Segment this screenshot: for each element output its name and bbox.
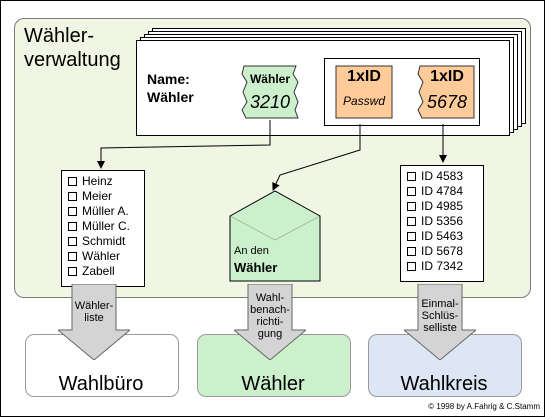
connector-to-voter-list [97,120,271,169]
list-item: ID 4784 [407,184,483,199]
voter-token-top: Wähler [249,72,290,86]
checkbox-icon [68,252,77,261]
arrow-label-wahlbenachrichtigung: Wahl- benach- richti- gung [250,292,290,340]
list-item: ID 4985 [407,199,483,214]
id-token-2-shape [417,65,475,119]
list-item: Zabell [68,264,144,279]
list-item: ID 5678 [407,244,483,259]
checkbox-icon [407,202,416,211]
envelope-icon [229,190,321,282]
arrow-down-icon [404,284,476,360]
checkbox-icon [68,267,77,276]
checkbox-icon [407,247,416,256]
checkbox-icon [407,217,416,226]
voter-list: Heinz Meier Müller A. Müller C. Schmidt … [61,170,145,287]
checkbox-icon [68,222,77,231]
label-waehler: Wähler [241,373,305,395]
list-item: Müller C. [68,219,144,234]
label-wahlkreis: Wahlkreis [400,373,488,395]
checkbox-icon [68,207,77,216]
label-wahlbuero: Wahlbüro [58,373,144,395]
arrow-down-icon [58,284,130,360]
list-item: ID 5463 [407,229,483,244]
checkbox-icon [68,237,77,246]
id-token-1-bottom: Passwd [342,94,386,108]
copyright: © 1998 by A.Fahrig & C.Stamm [428,402,540,411]
id-token-1-top: 1xID [347,68,381,85]
list-item: ID 4583 [407,169,483,184]
id-token-1-shape [335,65,393,119]
checkbox-icon [407,172,416,181]
checkbox-icon [407,187,416,196]
voter-token-number: 3210 [249,92,291,112]
panel-title: Wähler- verwaltung [24,25,121,71]
list-item: Heinz [68,174,144,189]
card-name-label: Name: Wähler [147,71,194,105]
list-item: Schmidt [68,234,144,249]
id-token-2-top: 1xID [430,68,464,85]
checkbox-icon [407,232,416,241]
id-token-2-number: 5678 [426,92,468,112]
checkbox-icon [407,262,416,271]
connector-to-envelope [272,124,361,191]
checkbox-icon [68,192,77,201]
envelope-line1: An den [234,245,269,257]
list-item: ID 7342 [407,259,483,274]
list-item: Müller A. [68,204,144,219]
envelope-line2: Wähler [234,260,278,275]
id-list: ID 4583 ID 4784 ID 4985 ID 5356 ID 5463 … [400,165,484,282]
arrow-label-einmalschluesselliste: Einmal- Schlüs- selliste [421,298,459,334]
arrow-down-icon [234,284,306,360]
list-item: Meier [68,189,144,204]
voter-token-shape [241,65,299,119]
list-item: ID 5356 [407,214,483,229]
checkbox-icon [68,177,77,186]
arrow-label-waehlerliste: Wähler- liste [74,300,114,324]
list-item: Wähler [68,249,144,264]
